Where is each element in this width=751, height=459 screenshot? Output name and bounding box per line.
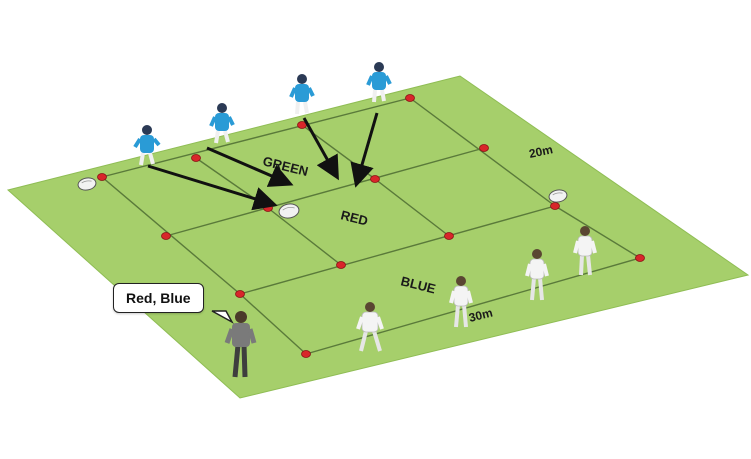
run-arrows bbox=[147, 112, 379, 211]
attacker-player bbox=[289, 74, 315, 115]
cone bbox=[191, 154, 201, 162]
ball-icon bbox=[278, 203, 300, 219]
coach-call-text: Red, Blue bbox=[126, 290, 191, 306]
width-label: 20m bbox=[528, 142, 554, 161]
ball-icon bbox=[77, 177, 97, 191]
cone bbox=[161, 232, 171, 240]
cone bbox=[444, 232, 454, 240]
defender-player bbox=[573, 226, 597, 276]
arrow bbox=[206, 146, 294, 187]
coach-call-bubble: Red, Blue bbox=[113, 283, 204, 313]
attacker-player bbox=[209, 103, 235, 144]
attacker-player bbox=[133, 125, 161, 166]
attackers bbox=[133, 62, 392, 166]
cone bbox=[97, 173, 107, 181]
arrow bbox=[147, 164, 278, 211]
cone bbox=[550, 202, 560, 210]
cone bbox=[235, 290, 245, 298]
cone bbox=[263, 204, 273, 212]
cone bbox=[635, 254, 645, 262]
length-label: 30m bbox=[467, 306, 494, 325]
cone bbox=[336, 261, 346, 269]
callout-tail bbox=[211, 310, 234, 324]
defenders bbox=[356, 226, 597, 352]
arrow bbox=[350, 112, 379, 188]
balls bbox=[77, 177, 568, 219]
cone bbox=[301, 350, 311, 358]
defender-player bbox=[525, 249, 549, 301]
cone bbox=[405, 94, 415, 102]
defender-player bbox=[356, 302, 384, 352]
attacker-player bbox=[366, 62, 392, 103]
zone-label-red: RED bbox=[339, 207, 369, 228]
coach bbox=[224, 311, 257, 378]
defender-player bbox=[449, 276, 473, 328]
arrow bbox=[302, 117, 339, 181]
cone bbox=[479, 144, 489, 152]
cone bbox=[370, 175, 380, 183]
